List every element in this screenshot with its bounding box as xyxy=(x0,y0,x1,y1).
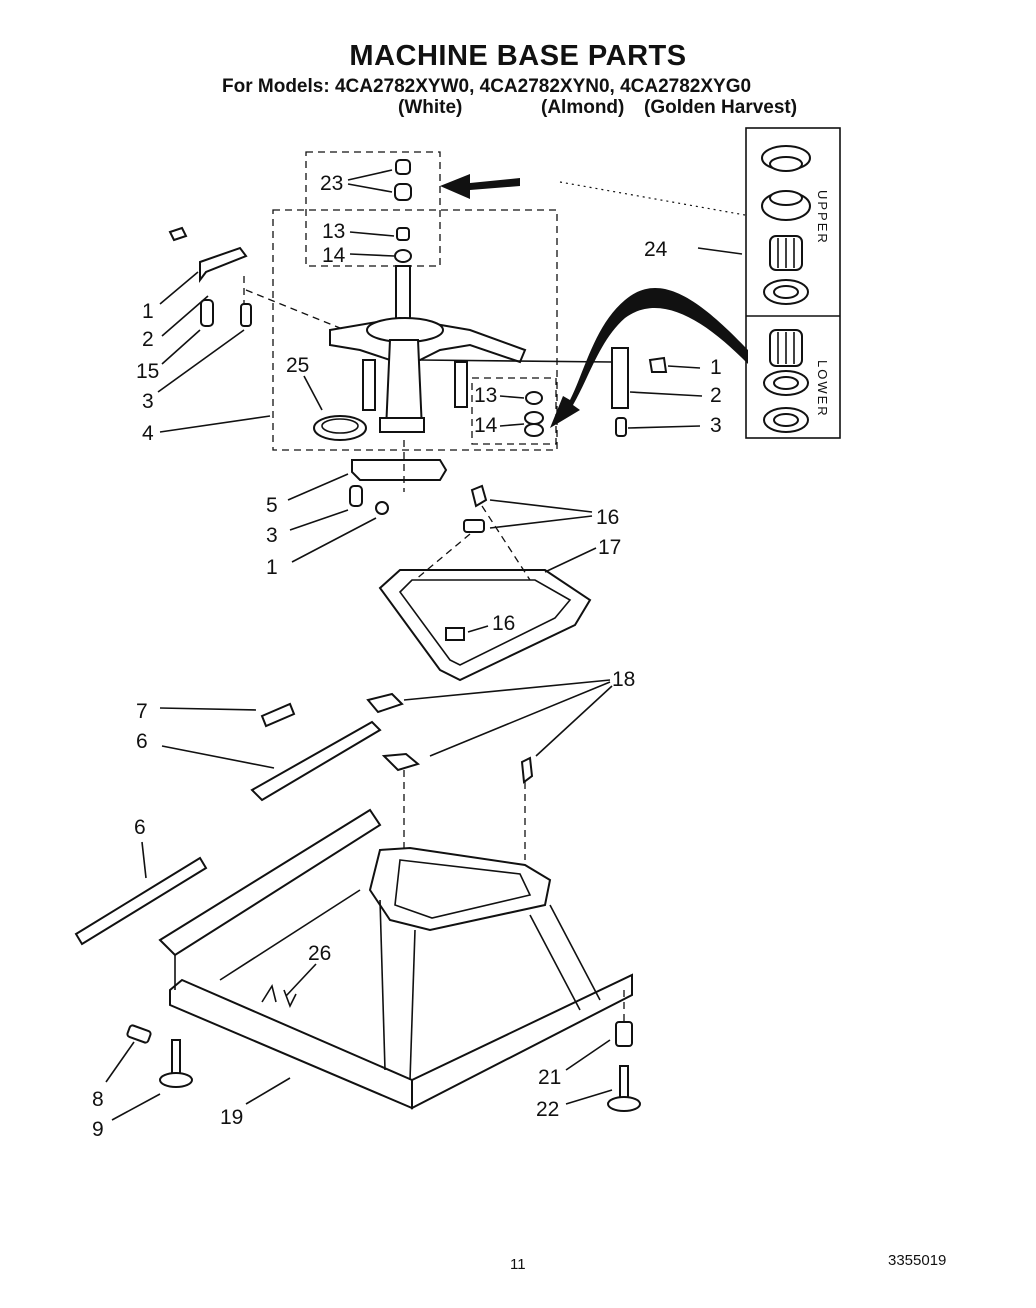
callout-22: 22 xyxy=(536,1098,559,1121)
transmission-box xyxy=(272,209,558,451)
callout-9: 9 xyxy=(92,1118,104,1141)
color-golden-harvest: (Golden Harvest) xyxy=(644,97,798,118)
bearing-inset: UPPER LOWER xyxy=(745,127,841,439)
callout-labels: 23 13 14 24 1 2 15 3 4 25 13 14 1 2 3 5 … xyxy=(92,172,722,1141)
callout-19: 19 xyxy=(220,1106,243,1129)
leader-lines xyxy=(105,169,743,1121)
callout-6-upper: 6 xyxy=(136,730,148,753)
callout-14-lower: 14 xyxy=(474,414,498,437)
lower-label: LOWER xyxy=(815,360,830,418)
callout-25: 25 xyxy=(286,354,309,377)
color-white: (White) xyxy=(398,97,463,118)
lower-bearing-box xyxy=(471,377,557,445)
callout-3-right: 3 xyxy=(710,414,722,437)
callout-13-lower: 13 xyxy=(474,384,497,407)
callout-8: 8 xyxy=(92,1088,104,1111)
page-title: MACHINE BASE PARTS xyxy=(349,40,687,72)
callout-26: 26 xyxy=(308,942,331,965)
transmission-assembly xyxy=(329,265,527,433)
page-number: 11 xyxy=(510,1256,526,1273)
callout-18: 18 xyxy=(612,668,635,691)
callout-2-left: 2 xyxy=(142,328,154,351)
callout-2-right: 2 xyxy=(710,384,722,407)
callout-7: 7 xyxy=(136,700,148,723)
callout-3-bracket: 3 xyxy=(266,524,278,547)
callout-17: 17 xyxy=(598,536,621,559)
models-line: For Models: 4CA2782XYW0, 4CA2782XYN0, 4C… xyxy=(222,76,752,97)
callout-4: 4 xyxy=(142,422,154,445)
callout-24: 24 xyxy=(644,238,668,261)
callout-14-upper: 14 xyxy=(322,244,346,267)
bold-arrow-curved xyxy=(550,288,748,428)
callout-15: 15 xyxy=(136,360,159,383)
callout-1-left: 1 xyxy=(142,300,154,323)
color-almond: (Almond) xyxy=(541,97,625,118)
callout-13-upper: 13 xyxy=(322,220,345,243)
upper-bearing-box xyxy=(305,151,441,267)
callout-1-right: 1 xyxy=(710,356,722,379)
callout-21: 21 xyxy=(538,1066,561,1089)
callout-23: 23 xyxy=(320,172,343,195)
callout-6-lower: 6 xyxy=(134,816,146,839)
callout-5: 5 xyxy=(266,494,278,517)
machine-base xyxy=(158,808,633,1110)
upper-label: UPPER xyxy=(815,190,830,245)
bold-arrow-upper xyxy=(440,174,520,199)
suspension-frame xyxy=(378,569,592,682)
callout-16-top: 16 xyxy=(596,506,619,529)
callout-3-left: 3 xyxy=(142,390,154,413)
callout-16-frame: 16 xyxy=(492,612,515,635)
document-number: 3355019 xyxy=(888,1252,947,1269)
callout-1-bracket: 1 xyxy=(266,556,278,579)
